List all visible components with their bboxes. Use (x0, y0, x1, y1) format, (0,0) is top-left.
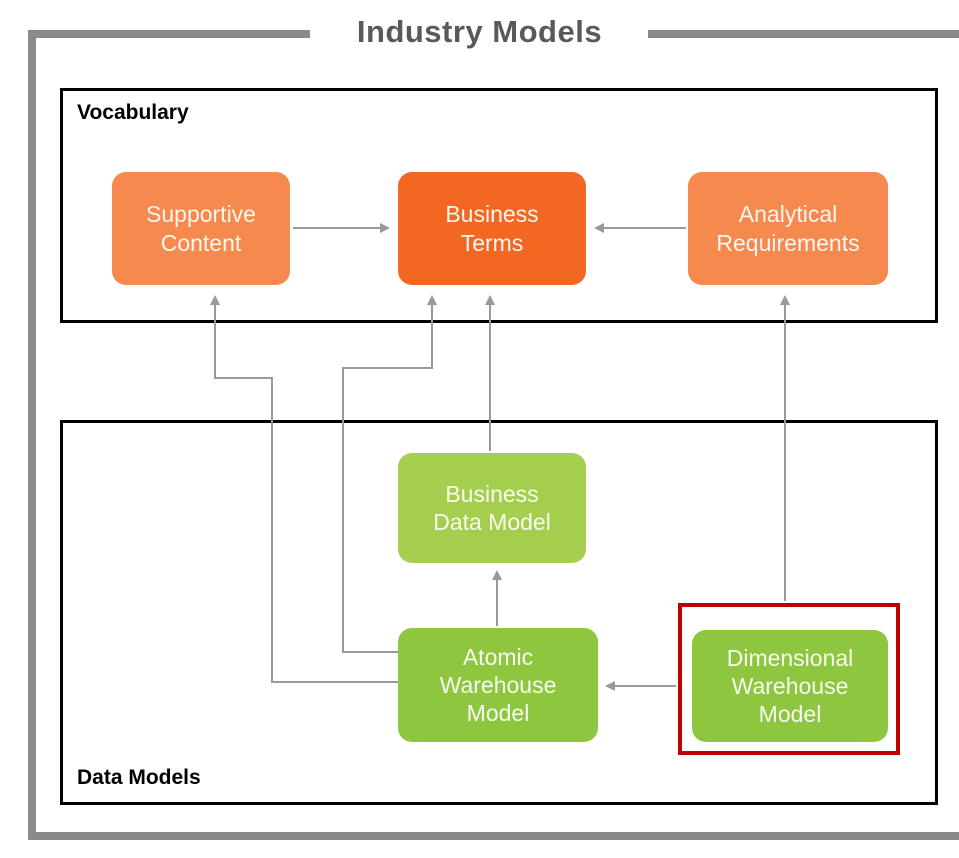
node-dimensional-warehouse-model: Dimensional Warehouse Model (692, 630, 888, 742)
vocabulary-group-label: Vocabulary (77, 101, 189, 124)
frame-top-left-segment (28, 30, 310, 38)
node-supportive-content: Supportive Content (112, 172, 290, 285)
node-atomic-warehouse-model: Atomic Warehouse Model (398, 628, 598, 742)
frame-left-border (28, 30, 36, 840)
data-models-group-label: Data Models (77, 766, 201, 789)
node-analytical-requirements: Analytical Requirements (688, 172, 888, 285)
frame-top-right-segment (648, 30, 959, 38)
frame-bottom-border (28, 832, 959, 840)
node-business-data-model: Business Data Model (398, 453, 586, 563)
node-business-terms: Business Terms (398, 172, 586, 285)
highlight-box (678, 603, 900, 755)
diagram-title: Industry Models (356, 14, 603, 49)
